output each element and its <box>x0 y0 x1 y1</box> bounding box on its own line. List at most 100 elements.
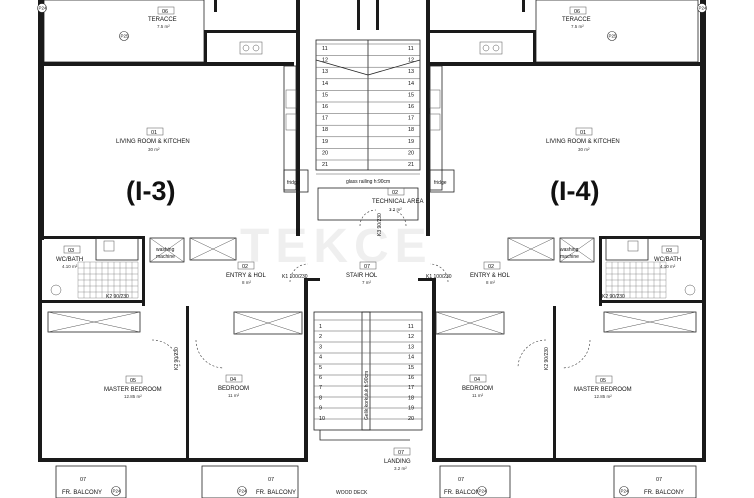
stair-step-number: 20 <box>408 150 414 156</box>
technical-area-number-box <box>387 187 405 196</box>
closet-left <box>189 237 237 261</box>
stair-step-number: 11 <box>408 324 414 330</box>
entry-number-box-right <box>483 261 501 270</box>
landing-number: 07 <box>398 450 404 456</box>
grid-tag-p25-top-left: P25 <box>119 31 129 41</box>
wc-area-right: 4.10 m² <box>660 264 676 269</box>
teracce-right <box>535 0 699 63</box>
washing-machine-left <box>149 237 185 263</box>
stair-step-number: 16 <box>408 104 414 110</box>
stair-step-number: 14 <box>408 81 414 87</box>
machine-label-left: machine <box>156 254 175 260</box>
stair-step-number: 16 <box>408 375 414 381</box>
living-room-number-box-left <box>146 127 164 136</box>
teracce-name-right: TERACCE <box>562 17 591 23</box>
stair-hol-area: 7 m² <box>362 280 372 285</box>
stair-hol-number: 07 <box>364 264 370 270</box>
grid-tag-p24-bottom-left: P24 <box>111 486 122 496</box>
living-room-number-left: 01 <box>151 130 157 136</box>
teracce-area-right: 7.5 m² <box>571 24 584 29</box>
stair-step-number: 12 <box>408 58 414 64</box>
bedroom-name-right: BEDROOM <box>462 386 493 392</box>
master-area-left: 12.85 m² <box>124 394 142 399</box>
door-k2-label-bath-left: K2 90/230 <box>106 294 129 300</box>
fridge-label-right: fridge <box>434 180 447 186</box>
living-room-number-right: 01 <box>580 130 586 136</box>
svg-text:P24: P24 <box>113 489 122 494</box>
svg-text:P24: P24 <box>621 489 630 494</box>
watermark: TEKCE <box>240 220 433 273</box>
exterior-walls <box>38 0 706 462</box>
grid-tag-p24-bottom-mid: P24 <box>237 486 248 496</box>
stair-step-number: 11 <box>322 46 328 52</box>
master-number-box-right <box>595 375 613 384</box>
stair-step-number: 11 <box>408 46 414 52</box>
teracce-number-box-right <box>569 6 587 15</box>
kitchen-right <box>429 41 503 193</box>
wc-name-left: WC/BATH <box>56 257 83 263</box>
living-room-name-left: LIVING ROOM & KITCHEN <box>116 139 190 145</box>
technical-area-number: 02 <box>392 190 398 196</box>
balcony-name-1: FR. BALCONY <box>62 490 102 496</box>
master-name-left: MASTER BEDROOM <box>104 387 162 393</box>
grid-tag-p25-top-right: P25 <box>607 31 618 41</box>
upper-stair <box>315 39 421 171</box>
stair-step-number: 15 <box>322 92 328 98</box>
entry-area-left: 8 m² <box>242 280 252 285</box>
washing-machine-right <box>559 237 595 263</box>
door-k2-label-bath-right: K2 90/230 <box>602 294 625 300</box>
entry-number-left: 02 <box>242 264 248 270</box>
teracce-area-left: 7.5 m² <box>157 24 170 29</box>
bedroom-number-box-right <box>469 374 487 383</box>
entry-number-box-left <box>237 261 255 270</box>
landing-name: LANDING <box>384 459 411 465</box>
svg-text:P24: P24 <box>699 6 708 11</box>
balcony-outlines <box>55 465 697 498</box>
bedroom-number-right: 04 <box>474 377 480 383</box>
landing-number-box <box>393 447 411 456</box>
stair-hol-name: STAIR HOL <box>346 273 378 279</box>
washing-label-left: washing <box>156 247 175 253</box>
svg-text:P24: P24 <box>39 6 48 11</box>
stair-step-number: 10 <box>319 416 325 422</box>
stair-step-number: 12 <box>408 334 414 340</box>
door-k1-label-right: K1 100/230 <box>426 274 452 280</box>
grid-tag-p24-top-left: P24 <box>37 3 48 13</box>
stair-step-number: 12 <box>322 58 328 64</box>
landing-area: 3.2 m² <box>394 466 407 471</box>
master-number-left: 05 <box>130 378 136 384</box>
stair-step-number: 13 <box>322 69 328 75</box>
wc-area-left: 4.10 m² <box>62 264 78 269</box>
svg-text:P24: P24 <box>239 489 248 494</box>
grid-tag-p24-top-right: P24 <box>697 3 708 13</box>
grid-tag-p24-bottom-right-2: P24 <box>477 486 487 496</box>
wc-number-left: 03 <box>68 248 74 254</box>
handrail-label: Gelik korkuluk h:90cm <box>364 371 370 420</box>
teracce-number-box-left <box>157 6 175 15</box>
bedroom-walls <box>47 306 697 458</box>
stair-step-number: 1 <box>319 324 322 330</box>
stair-step-number: 2 <box>319 334 322 340</box>
stair-step-number: 8 <box>319 395 322 401</box>
glass-railing-label: glass railing h:90cm <box>346 179 390 185</box>
wc-name-right: WC/BATH <box>654 257 681 263</box>
teracce-number-right: 06 <box>574 9 580 15</box>
technical-area-name: TECHNICAL AREA <box>372 199 423 205</box>
washing-label-right: washing <box>560 247 579 253</box>
balcony-name-3: FR. BALCONY <box>444 490 484 496</box>
stair-step-number: 14 <box>322 81 328 87</box>
technical-area <box>317 187 419 221</box>
stair-step-number: 18 <box>408 127 414 133</box>
unit-label-right: (I-4) <box>550 176 600 206</box>
door-k2-label-right: K2 90/230 <box>544 347 550 370</box>
stair-step-number: 21 <box>322 162 328 168</box>
stair-step-number: 20 <box>322 150 328 156</box>
stair-step-number: 4 <box>319 355 322 361</box>
svg-text:P25: P25 <box>609 34 618 39</box>
stair-step-number: 15 <box>408 92 414 98</box>
living-room-number-box-right <box>575 127 593 136</box>
entry-name-left: ENTRY & HOL <box>226 273 266 279</box>
